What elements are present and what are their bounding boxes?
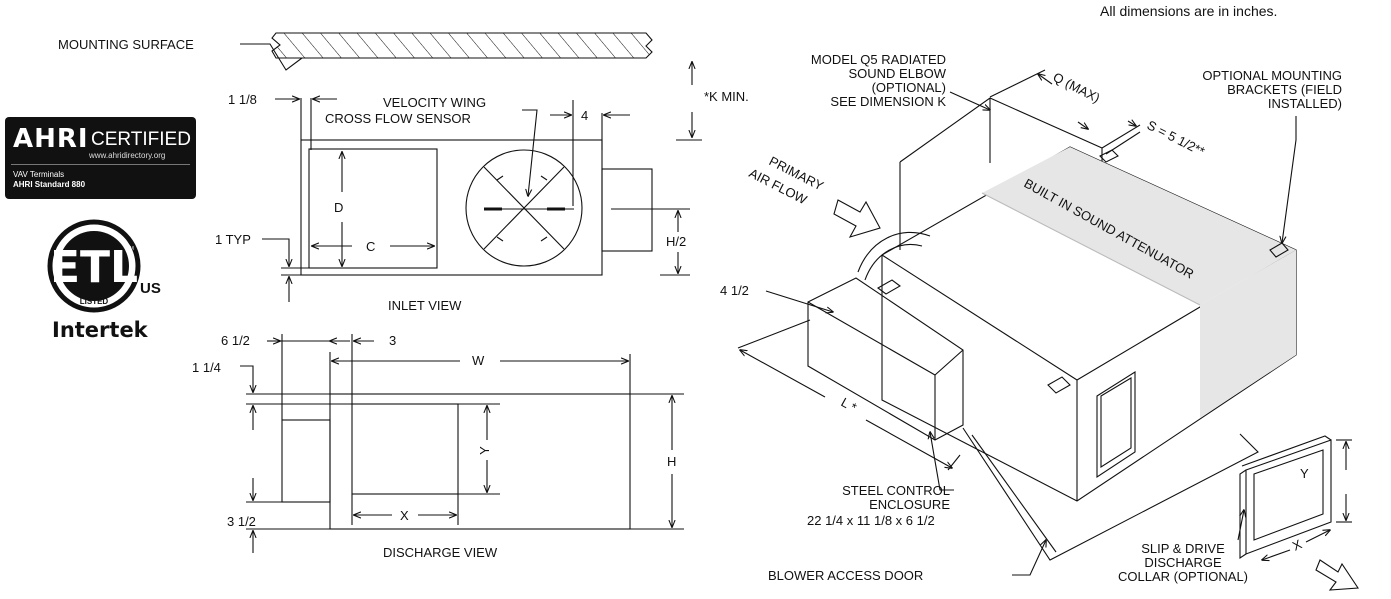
collar-label-3: COLLAR (OPTIONAL) bbox=[1117, 569, 1249, 584]
control-enclosure-size: 22 1/4 x 11 1/8 x 6 1/2 bbox=[807, 513, 935, 528]
ahri-logo-url: www.ahridirectory.org bbox=[89, 151, 166, 160]
svg-text:ETL: ETL bbox=[50, 242, 138, 293]
dim-l: L * bbox=[839, 395, 860, 416]
discharge-view-title: DISCHARGE VIEW bbox=[383, 545, 498, 560]
dimensions-note: All dimensions are in inches. bbox=[1100, 3, 1278, 19]
sound-elbow-label-3: (OPTIONAL) bbox=[871, 80, 946, 95]
svg-text:LISTED: LISTED bbox=[80, 297, 109, 306]
isometric-view-drawing bbox=[737, 69, 1359, 591]
ahri-logo-divider bbox=[11, 164, 190, 165]
brackets-label-1: OPTIONAL MOUNTING bbox=[1202, 68, 1342, 83]
ahri-logo-certified: CERTIFIED bbox=[91, 129, 191, 150]
svg-text:CM: CM bbox=[126, 246, 134, 252]
etl-listed-logo: ETL LISTED CM US bbox=[47, 219, 161, 313]
brackets-label-3: INSTALLED) bbox=[1267, 96, 1342, 111]
ahri-certified-logo: AHRI CERTIFIED www.ahridirectory.org VAV… bbox=[5, 117, 196, 199]
sound-elbow-label-1: MODEL Q5 RADIATED bbox=[810, 52, 946, 67]
dim-1-typ: 1 TYP bbox=[215, 232, 251, 247]
dim-3: 3 bbox=[389, 333, 397, 348]
control-enclosure-label-1: STEEL CONTROL bbox=[842, 483, 950, 498]
sound-elbow-label-2: SOUND ELBOW bbox=[848, 66, 946, 81]
sound-elbow-label-4: SEE DIMENSION K bbox=[830, 94, 946, 109]
velocity-wing-label: VELOCITY WING bbox=[383, 95, 487, 110]
dim-s: S = 5 1/2** bbox=[1145, 117, 1208, 159]
inlet-view-drawing bbox=[240, 32, 702, 302]
brackets-label-2: BRACKETS (FIELD bbox=[1227, 82, 1342, 97]
dim-d: D bbox=[334, 200, 344, 215]
collar-label-1: SLIP & DRIVE bbox=[1141, 541, 1225, 556]
cross-flow-sensor-label: CROSS FLOW SENSOR bbox=[325, 111, 471, 126]
dim-h: H bbox=[667, 454, 677, 469]
svg-text:US: US bbox=[140, 280, 161, 297]
dim-1-1-8: 1 1/8 bbox=[228, 92, 257, 107]
dim-c: C bbox=[366, 239, 376, 254]
dim-4: 4 bbox=[581, 108, 589, 123]
dim-y: Y bbox=[476, 446, 492, 455]
mounting-surface-label: MOUNTING SURFACE bbox=[58, 37, 194, 52]
dim-6-1-2: 6 1/2 bbox=[221, 333, 250, 348]
control-enclosure-label-2: ENCLOSURE bbox=[869, 497, 950, 512]
collar-dim-x: X bbox=[1290, 536, 1304, 553]
collar-label-2: DISCHARGE bbox=[1144, 555, 1222, 570]
dim-1-1-4: 1 1/4 bbox=[192, 360, 221, 375]
inlet-view-title: INLET VIEW bbox=[388, 298, 462, 313]
discharge-view-drawing bbox=[240, 334, 684, 553]
ahri-logo-word: AHRI bbox=[13, 124, 89, 154]
blower-access-door-label: BLOWER ACCESS DOOR bbox=[768, 568, 924, 583]
dim-3-1-2: 3 1/2 bbox=[227, 514, 256, 529]
dim-x: X bbox=[400, 508, 409, 523]
intertek-brand: Intertek bbox=[52, 318, 148, 342]
dim-4-1-2: 4 1/2 bbox=[720, 283, 749, 298]
dim-q-max: Q (MAX) bbox=[1051, 69, 1103, 105]
dim-w: W bbox=[472, 353, 485, 368]
ahri-logo-line2: AHRI Standard 880 bbox=[13, 180, 86, 189]
dim-k-min: *K MIN. bbox=[704, 89, 749, 104]
ahri-logo-line1: VAV Terminals bbox=[13, 170, 65, 179]
collar-dim-y: Y bbox=[1300, 466, 1309, 481]
dim-h-half: H/2 bbox=[666, 234, 687, 249]
